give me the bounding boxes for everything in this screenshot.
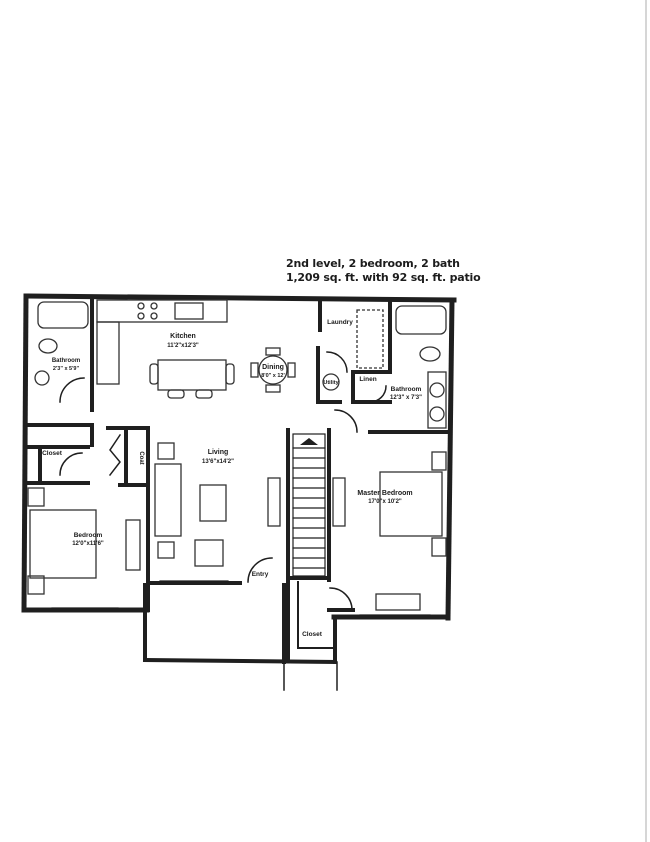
patio-rail <box>283 661 338 691</box>
kitchen-island-icon <box>157 359 227 391</box>
coffee-table-icon <box>199 484 227 522</box>
bathtub-right-icon <box>395 305 447 335</box>
linen-label: Linen <box>359 376 376 383</box>
bedroom-size: 12'0"x11'6" <box>72 541 104 547</box>
patio-walls <box>142 583 338 665</box>
utility-icon <box>322 373 340 391</box>
staircase <box>292 433 326 577</box>
cabinets-icon <box>96 299 228 323</box>
coat-closet-label: Coat <box>138 451 144 464</box>
door-swings <box>59 351 387 611</box>
closet-walls <box>297 581 335 649</box>
page-edge <box>645 0 647 842</box>
dining-table-icon <box>258 355 288 385</box>
windows <box>51 580 431 616</box>
dresser-icon <box>125 519 141 571</box>
toilet-left-icon <box>38 338 58 354</box>
bathroom-left-size: 2'3" x 5'9" <box>53 366 80 372</box>
bathroom-right-size: 12'3" x 7'3" <box>390 395 422 401</box>
bathroom-left-label: Bathroom <box>52 358 80 364</box>
caption-line-1: 2nd level, 2 bedroom, 2 bath <box>286 257 460 270</box>
living-size: 13'6"x14'2" <box>202 459 234 465</box>
kitchen-label: Kitchen <box>170 333 196 340</box>
sofa-icon <box>154 463 182 537</box>
tv-stand-icon <box>267 477 281 527</box>
dining-label: Dining <box>262 364 284 371</box>
fixtures <box>27 299 447 611</box>
interior-walls <box>26 296 452 662</box>
vanity-right-icon <box>427 371 447 429</box>
stair-arrow-icon <box>300 438 318 445</box>
master-bedroom-label: Master Bedroom <box>357 490 412 497</box>
closet-left-label: Closet <box>42 450 63 457</box>
entry-label: Entry <box>252 571 269 578</box>
bathtub-left-icon <box>37 301 89 329</box>
utility-label: Utility <box>323 380 339 386</box>
sink-left-icon <box>34 370 50 386</box>
master-bedroom-size: 17'0"x 10'2" <box>368 499 402 505</box>
laundry-label: Laundry <box>327 319 353 326</box>
master-bed-icon <box>379 471 443 537</box>
washer-dryer-icon <box>356 309 384 369</box>
exterior-walls <box>21 293 457 621</box>
toilet-right-icon <box>419 346 441 362</box>
bedroom-label: Bedroom <box>74 532 103 539</box>
desk-icon <box>375 593 421 611</box>
armchair-icon <box>194 539 224 567</box>
room-labels: Kitchen 11'2"x12'3" Dining 8'0" x 12' La… <box>42 319 422 638</box>
bathroom-right-label: Bathroom <box>391 386 422 393</box>
dining-size: 8'0" x 12' <box>261 373 285 379</box>
caption-line-2: 1,209 sq. ft. with 92 sq. ft. patio <box>286 271 481 284</box>
kitchen-size: 11'2"x12'3" <box>167 343 199 349</box>
living-label: Living <box>208 449 229 456</box>
closet-entry-label: Closet <box>302 631 323 638</box>
bed-icon <box>29 509 97 579</box>
floorplan-caption: 2nd level, 2 bedroom, 2 bath 1,209 sq. f… <box>286 257 481 285</box>
